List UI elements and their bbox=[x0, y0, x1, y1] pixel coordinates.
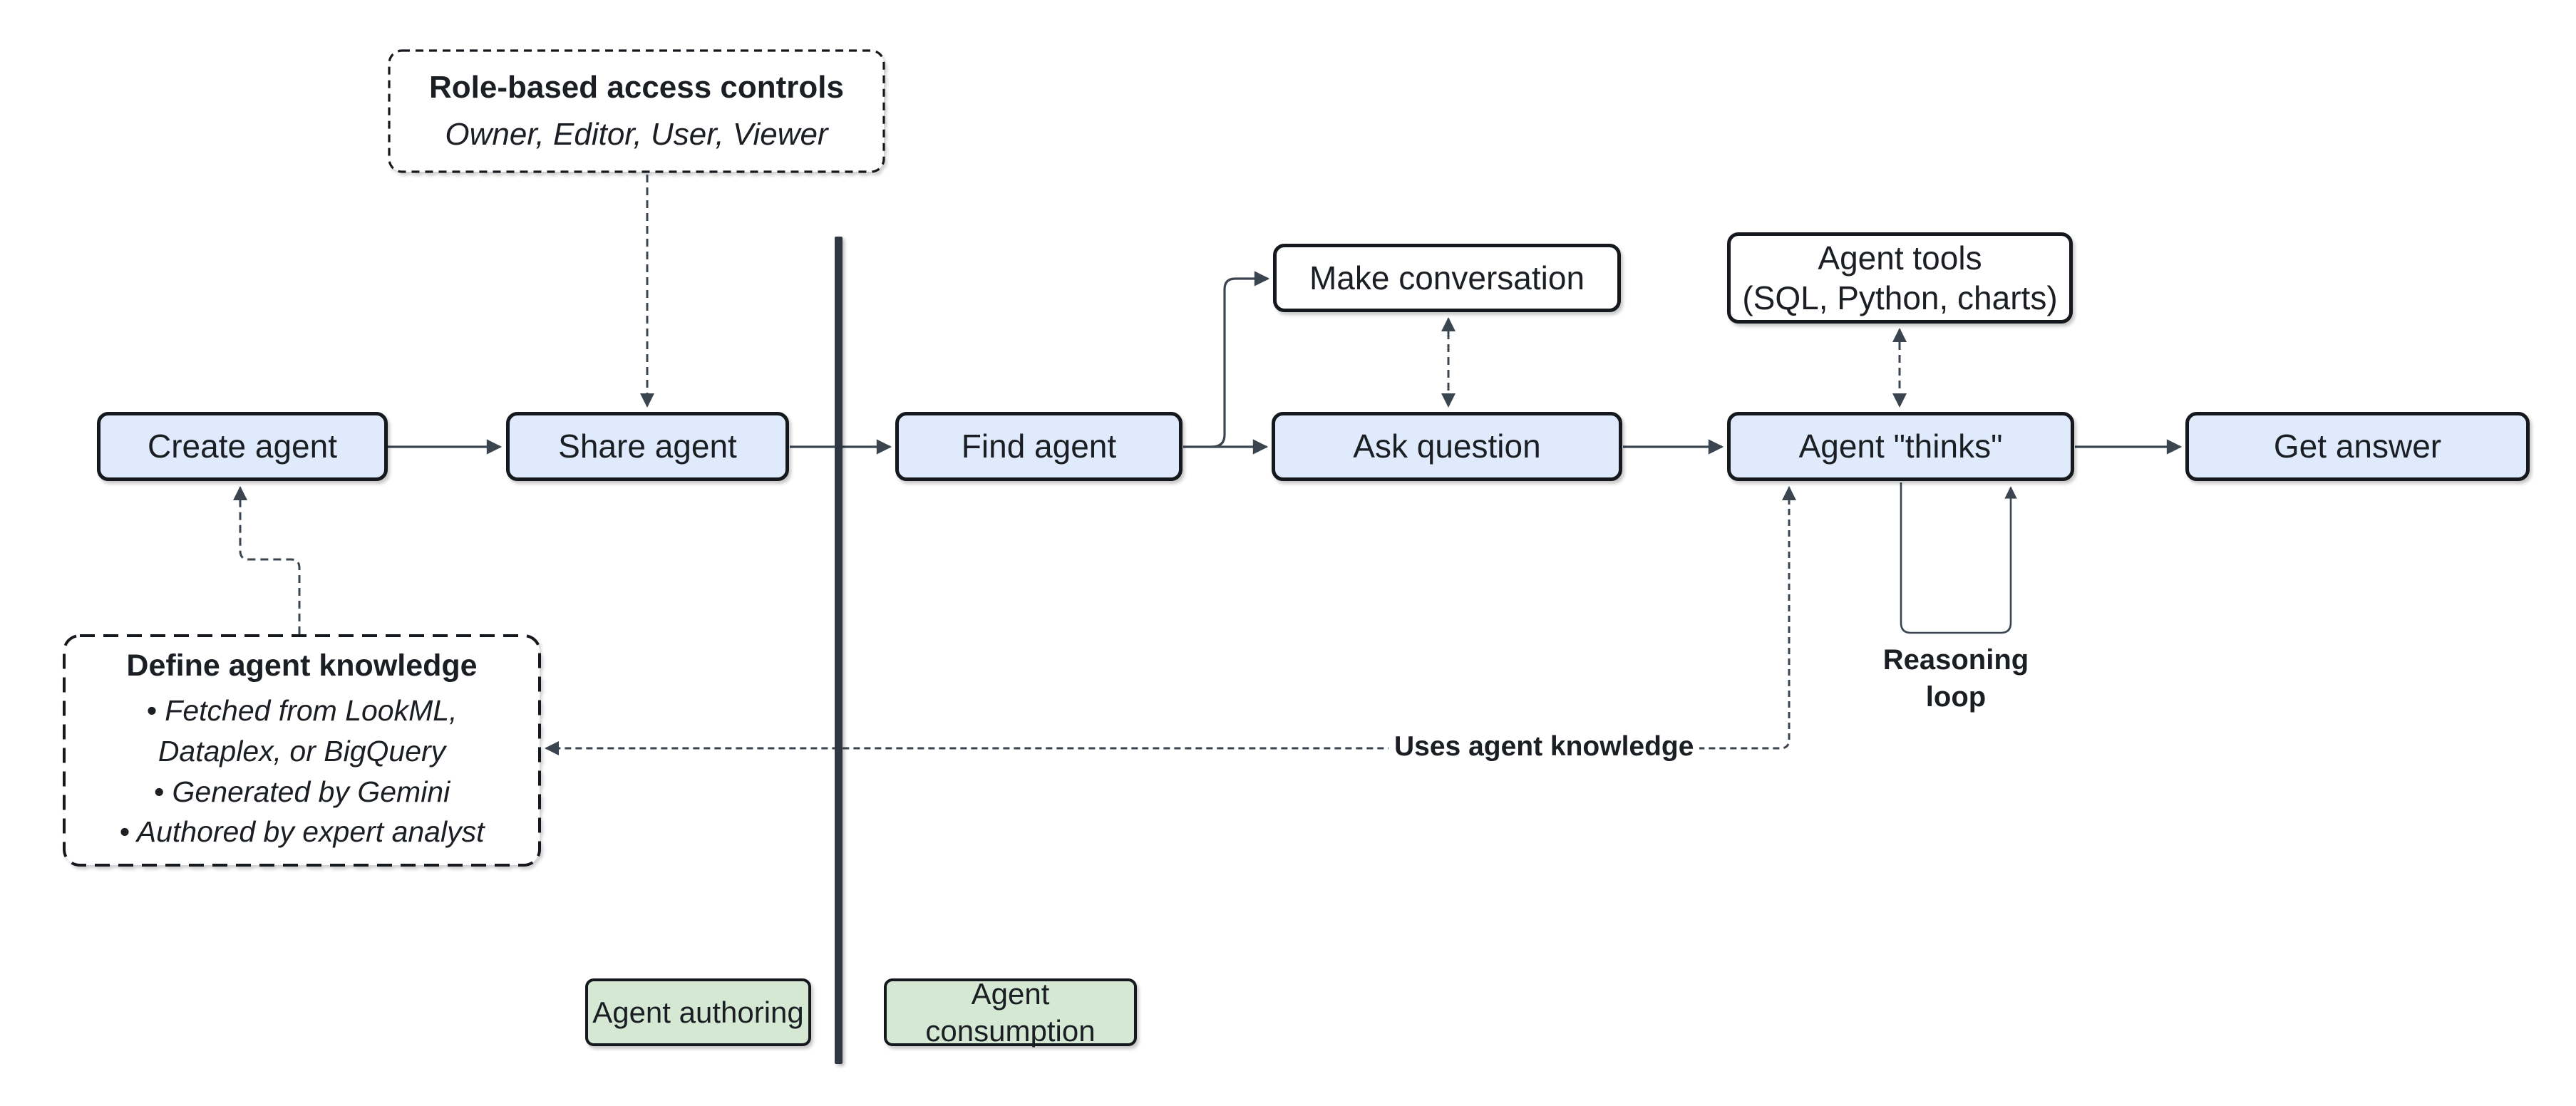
divider-authoring-consumption bbox=[835, 237, 843, 1064]
arrow-uses-agent-knowledge bbox=[545, 486, 1796, 755]
node-find-agent: Find agent bbox=[895, 412, 1183, 481]
node-find-agent-label: Find agent bbox=[961, 428, 1117, 465]
knowledge-bullet-3: • Authored by expert analyst bbox=[119, 815, 485, 849]
node-agent-thinks-label: Agent "thinks" bbox=[1798, 428, 2003, 465]
node-ask-question: Ask question bbox=[1272, 412, 1622, 481]
note-knowledge-title: Define agent knowledge bbox=[126, 648, 478, 683]
node-create-agent-label: Create agent bbox=[148, 428, 337, 465]
arrow-reasoning-loop bbox=[1900, 482, 2017, 634]
node-get-answer-label: Get answer bbox=[2273, 428, 2442, 465]
zone-agent-consumption-label: Agent consumption bbox=[925, 977, 1096, 1048]
zone-agent-authoring: Agent authoring bbox=[585, 978, 811, 1046]
arrow-knowledge-to-create bbox=[233, 486, 301, 634]
node-share-agent: Share agent bbox=[506, 412, 789, 481]
node-agent-thinks: Agent "thinks" bbox=[1727, 412, 2074, 481]
zone-agent-consumption: Agent consumption bbox=[884, 977, 1137, 1048]
node-agent-tools-label-line2: (SQL, Python, charts) bbox=[1742, 279, 2058, 316]
node-create-agent: Create agent bbox=[97, 412, 388, 481]
note-define-agent-knowledge: Define agent knowledge • Fetched from Lo… bbox=[64, 636, 540, 865]
node-agent-tools: Agent tools (SQL, Python, charts) bbox=[1727, 232, 2073, 324]
knowledge-bullet-2: • Generated by Gemini bbox=[153, 775, 450, 808]
node-get-answer: Get answer bbox=[2185, 412, 2530, 481]
note-rbac-title: Role-based access controls bbox=[428, 70, 844, 105]
label-uses-agent-knowledge: Uses agent knowledge bbox=[1389, 731, 1700, 763]
label-reasoning-loop: Reasoning loop bbox=[1882, 644, 2029, 713]
node-agent-tools-label-line1: Agent tools bbox=[1818, 239, 1982, 276]
node-share-agent-label: Share agent bbox=[558, 428, 737, 465]
node-make-conversation: Make conversation bbox=[1273, 244, 1621, 312]
note-rbac-subtitle: Owner, Editor, User, Viewer bbox=[445, 117, 828, 152]
node-make-conversation-label: Make conversation bbox=[1309, 259, 1585, 296]
zone-agent-authoring-label: Agent authoring bbox=[592, 995, 804, 1029]
note-role-based-access: Role-based access controls Owner, Editor… bbox=[389, 51, 884, 172]
role-based-access-note-border bbox=[388, 49, 885, 173]
arrow-find-to-make-conversation bbox=[1211, 271, 1270, 448]
knowledge-bullet-1: • Fetched from LookML, Dataplex, or BigQ… bbox=[146, 694, 458, 768]
node-ask-question-label: Ask question bbox=[1353, 428, 1541, 465]
define-agent-knowledge-note-border bbox=[63, 634, 541, 867]
